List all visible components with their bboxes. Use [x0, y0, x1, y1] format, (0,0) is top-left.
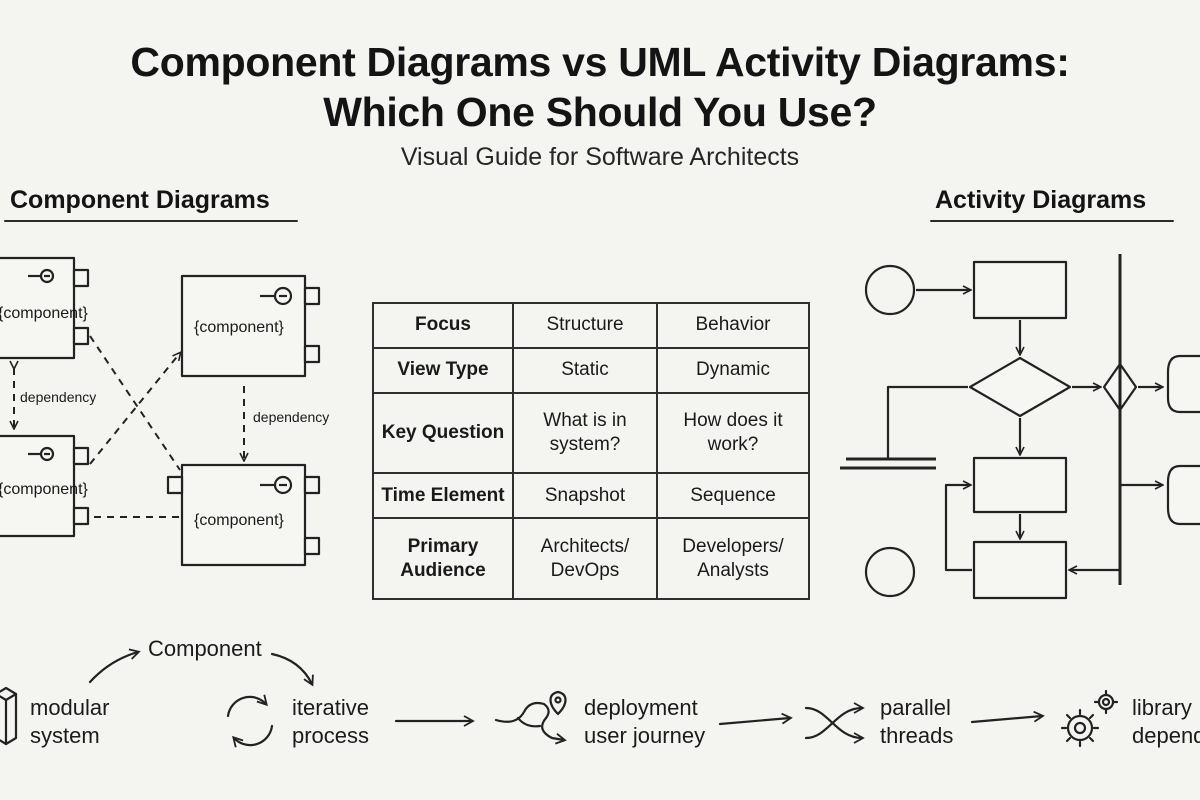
activity-cell: Sequence: [656, 472, 810, 520]
component-cell: Architects/ DevOps: [512, 517, 658, 600]
component-box-1: [0, 256, 90, 360]
dependency-label-1: dependency: [20, 389, 96, 405]
row-label: Primary Audience: [372, 517, 514, 600]
row-label: Key Question: [372, 391, 514, 475]
activity-rounded-box-2: [1166, 464, 1200, 526]
decision-diamond: [968, 356, 1072, 418]
action-box-1: [972, 260, 1068, 320]
component-cell: What is in system?: [512, 391, 658, 475]
component-diagrams-heading: Component Diagrams: [10, 186, 270, 214]
component-cell: Structure: [512, 302, 658, 349]
table-row: Primary Audience Architects/ DevOps Deve…: [372, 517, 810, 600]
table-row: Time Element Snapshot Sequence: [372, 472, 810, 520]
activity-cell: Behavior: [656, 302, 810, 349]
bottom-label-3: deployment user journey: [584, 695, 706, 748]
action-box-3: [972, 540, 1068, 600]
journey-path-icon: [494, 690, 567, 745]
page-title-line-1: Component Diagrams vs UML Activity Diagr…: [130, 39, 1070, 85]
bottom-label-4: parallel threads: [880, 695, 954, 748]
action-box-2: [972, 456, 1068, 514]
row-label: View Type: [372, 346, 514, 394]
bottom-label-2: iterative process: [292, 695, 370, 748]
component-box-4: [166, 463, 321, 567]
activity-heading-underline: [930, 220, 1174, 222]
component-box-3: [0, 434, 90, 538]
row-label: Focus: [372, 302, 514, 349]
gears-icon: [1060, 689, 1119, 748]
initial-node: [864, 264, 916, 316]
flow-arrow-3: [970, 710, 1045, 724]
shuffle-arrows-icon: [804, 702, 865, 744]
flow-label-component: Component: [148, 636, 262, 661]
comparison-table: Focus Structure Behavior View Type Stati…: [372, 302, 810, 600]
table-row: Focus Structure Behavior: [372, 302, 810, 349]
component-label-4: {component}: [194, 512, 285, 529]
activity-cell: How does it work?: [656, 391, 810, 475]
page-title-line-2: Which One Should You Use?: [323, 89, 877, 135]
component-label-1: {component}: [0, 305, 89, 322]
component-heading-underline: [4, 220, 298, 222]
bottom-flow-strip: Component: [0, 636, 1119, 748]
table-row: Key Question What is in system? How does…: [372, 391, 810, 475]
flow-arrow-in: [88, 648, 141, 684]
bottom-label-5: library depend: [1132, 695, 1200, 748]
component-label-3: {component}: [0, 481, 89, 498]
component-cell: Snapshot: [512, 472, 658, 520]
flow-arrow-2: [718, 712, 793, 726]
table-row: View Type Static Dynamic: [372, 346, 810, 394]
component-label-2: {component}: [194, 319, 285, 336]
page-subtitle: Visual Guide for Software Architects: [400, 143, 800, 171]
fork-connector: [886, 385, 968, 458]
row-label: Time Element: [372, 472, 514, 520]
final-node: [864, 546, 916, 598]
component-diagram: {component} {component} {component} {com…: [0, 256, 329, 567]
activity-rounded-box-1: [1166, 354, 1200, 414]
activity-diagram: [840, 254, 1200, 600]
flow-arrow-out: [270, 652, 314, 687]
cube-icon: [0, 686, 18, 746]
activity-cell: Developers/ Analysts: [656, 517, 810, 600]
bottom-label-1: modular system: [30, 695, 110, 748]
cycle-arrows-icon: [226, 694, 274, 748]
activity-cell: Dynamic: [656, 346, 810, 394]
component-cell: Static: [512, 346, 658, 394]
dependency-lines: [14, 335, 244, 518]
dependency-label-2: dependency: [253, 409, 329, 425]
component-box-2: [180, 274, 321, 378]
activity-diagrams-heading: Activity Diagrams: [935, 186, 1147, 214]
